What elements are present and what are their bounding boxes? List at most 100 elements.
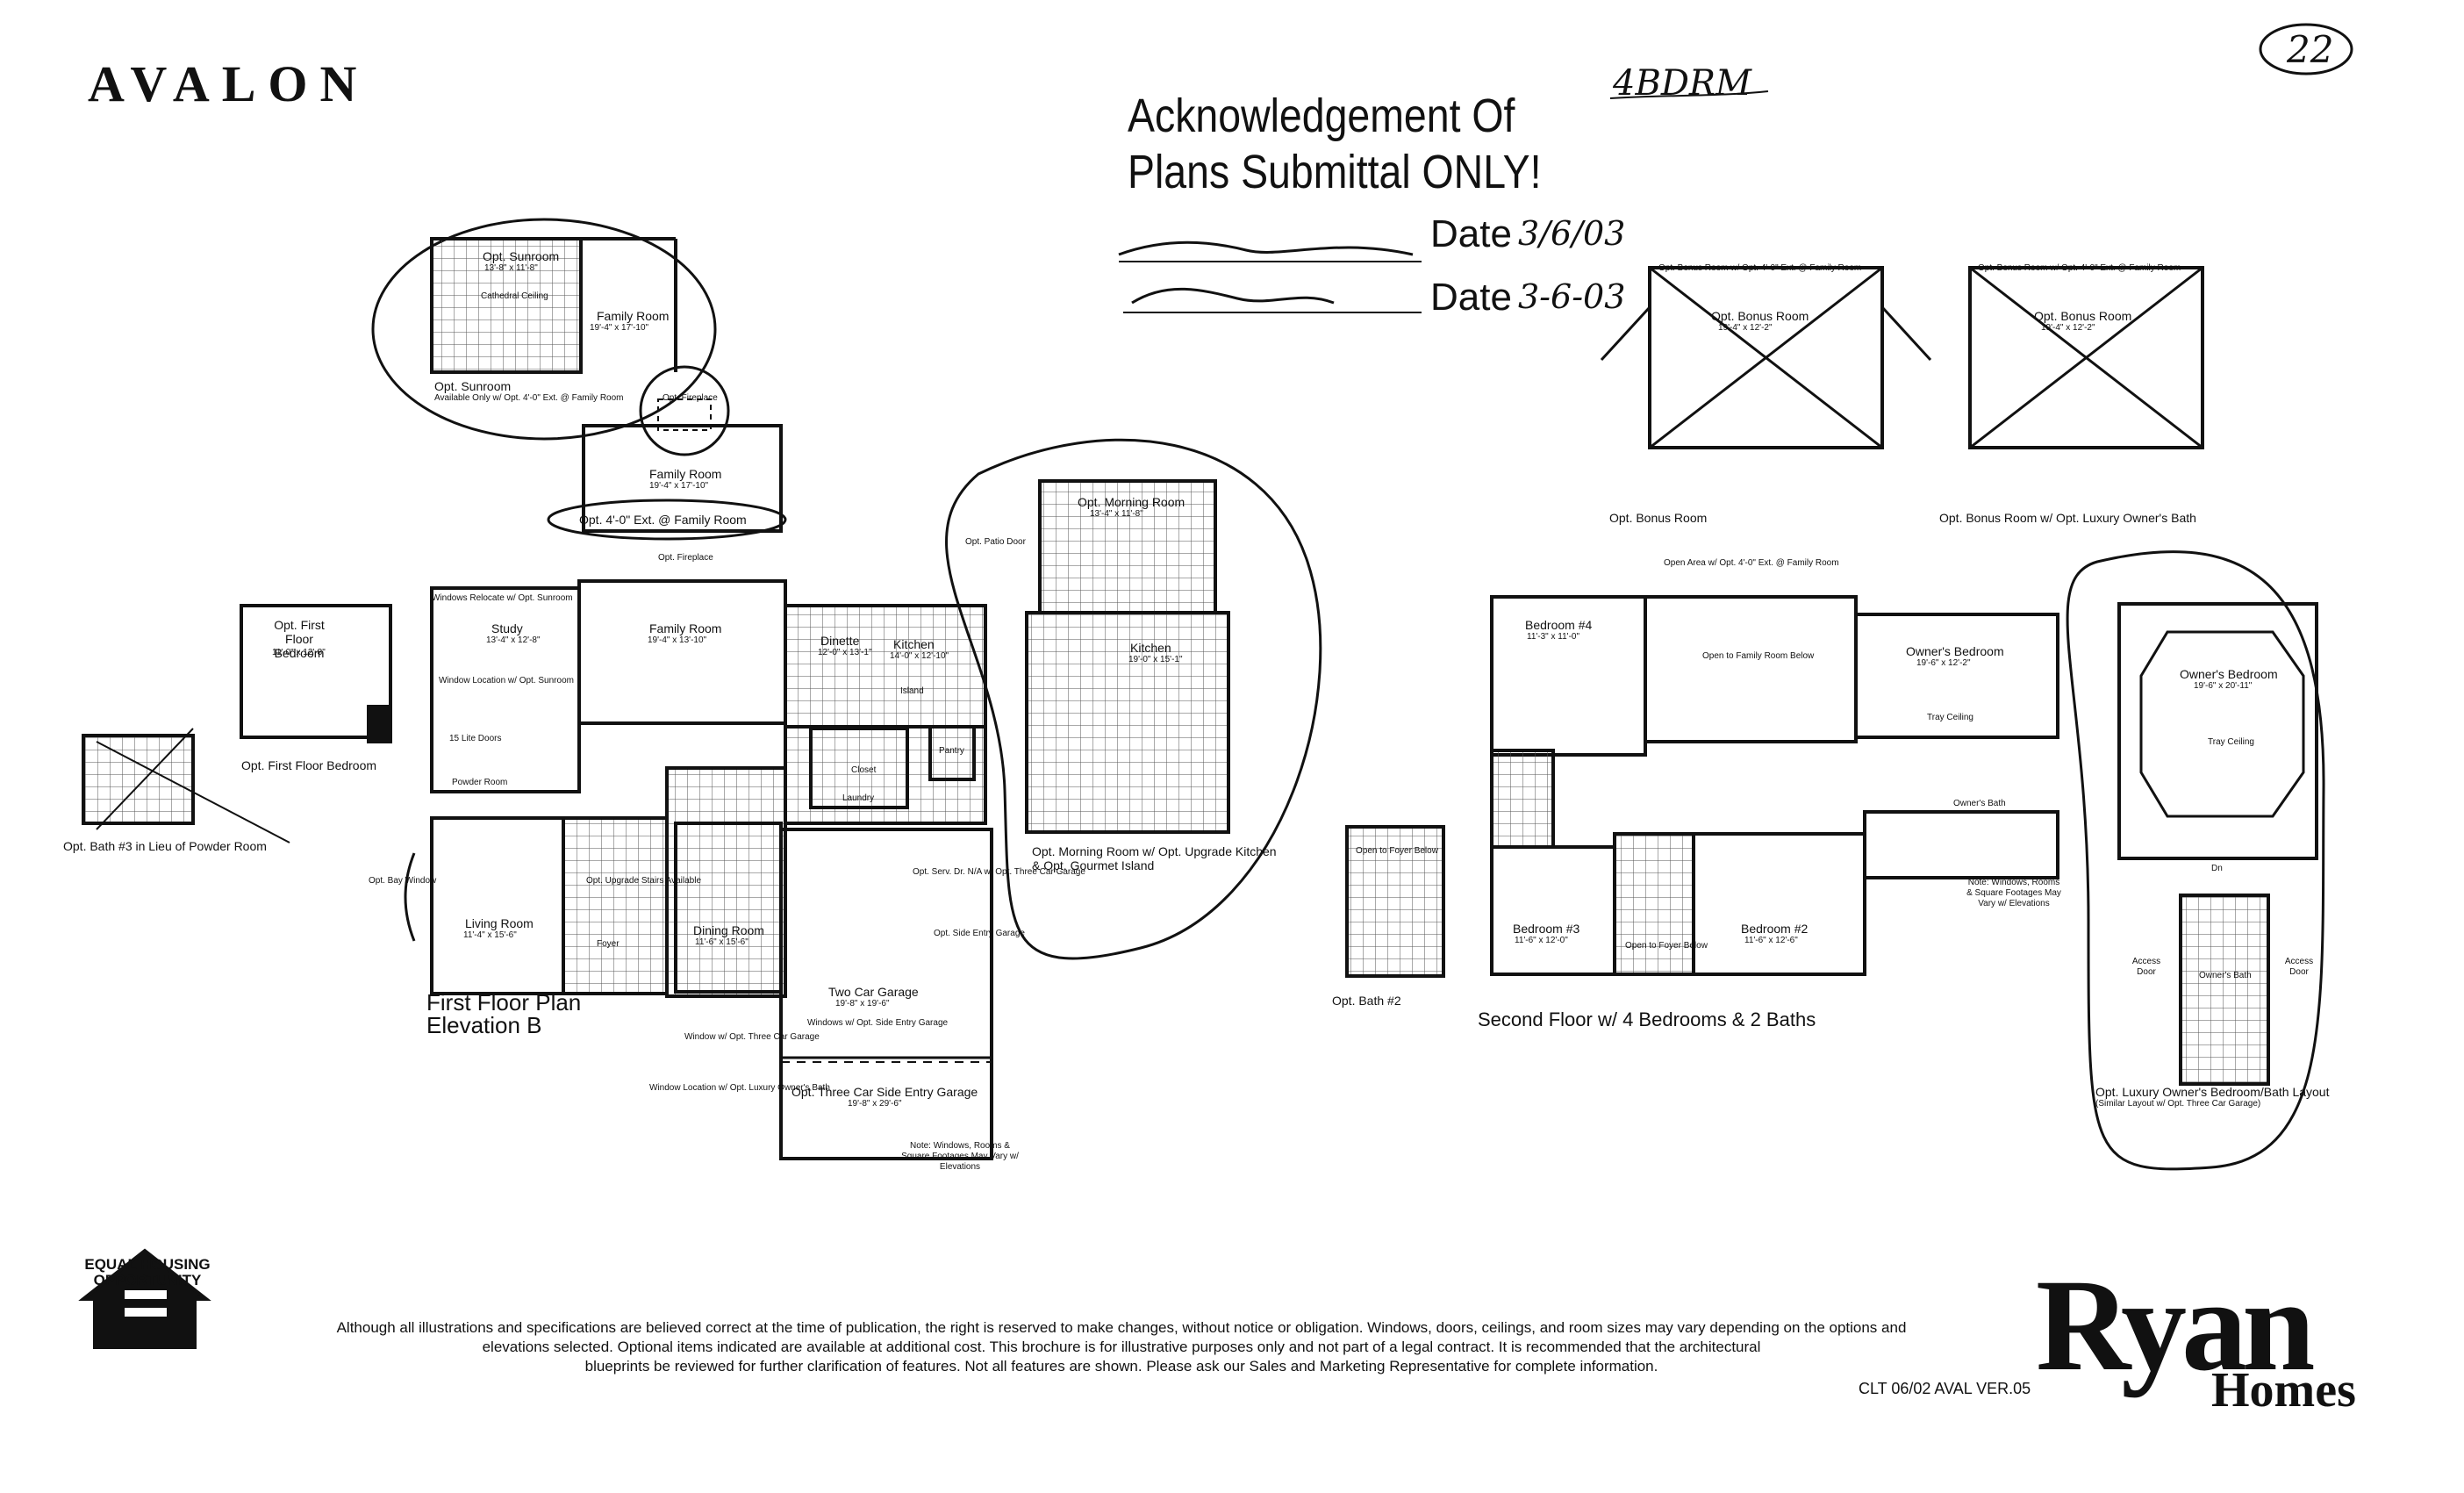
access-door-label-1: Access Door — [2131, 957, 2161, 977]
disclaimer-line-2: elevations selected. Optional items indi… — [482, 1339, 1761, 1355]
dining-room-dim: 11'-6" x 15'-6" — [695, 937, 749, 947]
windows-relocate-label: Windows Relocate w/ Opt. Sunroom — [432, 593, 573, 603]
living-room-label: Living Room — [465, 916, 534, 930]
ext-caption: Opt. 4'-0" Ext. @ Family Room — [579, 513, 747, 527]
dinette-dim: 12'-0" x 13'-1" — [818, 648, 872, 657]
morning-room-caption: Opt. Morning Room w/ Opt. Upgrade Kitche… — [1032, 844, 1277, 872]
tray-ceiling-label: Tray Ceiling — [1927, 713, 1973, 722]
bonus-room-dim-2: 19'-4" x 12'-2" — [2041, 323, 2095, 333]
owners-bedroom-dim: 19'-6" x 12'-2" — [1916, 658, 1971, 668]
stamp-line-2: Plans Submittal ONLY! — [1128, 146, 1542, 198]
bonus-note-1: Opt. Bonus Room w/ Opt. 4'-0" Ext. @ Fam… — [1658, 263, 1862, 273]
side-entry-note: Opt. Side Entry Garage — [934, 929, 1025, 938]
sunroom-label: Opt. Sunroom — [483, 249, 560, 263]
bedroom3-dim: 11'-6" x 12'-0" — [1515, 936, 1568, 945]
disclaimer-line-1: Although all illustrations and specifica… — [336, 1319, 1907, 1336]
dinette-label: Dinette — [820, 634, 860, 648]
morning-room-label: Opt. Morning Room — [1078, 495, 1185, 509]
bonus-caption-1: Opt. Bonus Room — [1609, 511, 1708, 525]
second-floor-note: Note: Windows, Rooms & Square Footages M… — [1966, 878, 2061, 908]
window-three-car-note: Window w/ Opt. Three Car Garage — [684, 1032, 820, 1042]
pantry-label: Pantry — [939, 746, 964, 756]
page-number: 22 — [2287, 28, 2334, 71]
sunroom-family-label: Family Room — [597, 309, 670, 323]
family-room-label: Family Room — [649, 621, 722, 635]
morning-kitchen-dim: 19'-0" x 15'-1" — [1128, 655, 1183, 664]
living-room-dim: 11'-4" x 15'-6" — [463, 930, 517, 940]
first-floor-bedroom-dim: 11'-0" x 12'-8" — [272, 648, 326, 657]
study-dim: 13'-4" x 12'-8" — [486, 635, 541, 645]
equal-housing-logo: EQUAL HOUSING OPPORTUNITY — [77, 1257, 218, 1288]
lux-dn-label: Dn — [2211, 864, 2223, 873]
sunroom-caption: Opt. Sunroom — [434, 379, 512, 393]
bedroom4-dim: 11'-3" x 11'-0" — [1527, 632, 1580, 642]
date-value-1: 3/6/03 — [1518, 214, 1626, 253]
ext-family-dim: 19'-4" x 17'-10" — [649, 481, 709, 491]
lux-caption: Opt. Luxury Owner's Bedroom/Bath Layout — [2095, 1085, 2330, 1099]
owners-bath-label: Owner's Bath — [1953, 799, 2006, 808]
lux-owners-dim: 19'-6" x 20'-11" — [2194, 681, 2253, 691]
approval-stamp: Acknowledgement Of Plans Submittal ONLY! — [1128, 88, 1541, 200]
eho-line-1: EQUAL HOUSING — [84, 1256, 211, 1273]
open-foyer-note: Open to Foyer Below — [1625, 941, 1708, 951]
sunroom-note: Available Only w/ Opt. 4'-0" Ext. @ Fami… — [434, 393, 624, 403]
kitchen-label: Kitchen — [893, 637, 935, 651]
bedroom4-label: Bedroom #4 — [1525, 618, 1593, 632]
lux-tray-label: Tray Ceiling — [2208, 737, 2254, 747]
bonus-room-label-2: Opt. Bonus Room — [2034, 309, 2132, 323]
open-area-note: Open Area w/ Opt. 4'-0" Ext. @ Family Ro… — [1664, 558, 1839, 568]
island-label: Island — [900, 686, 924, 696]
date-label-1: Date — [1430, 212, 1512, 255]
eho-line-2: OPPORTUNITY — [93, 1272, 202, 1288]
closet-label: Closet — [851, 765, 877, 775]
study-label: Study — [491, 621, 523, 635]
foyer-label: Foyer — [597, 939, 620, 949]
sunroom-dim: 13'-8" x 11'-8" — [484, 263, 538, 273]
bonus-note-2: Opt. Bonus Room w/ Opt. 4'-0" Ext. @ Fam… — [1978, 263, 2181, 273]
window-luxury-note: Window Location w/ Opt. Luxury Owner's B… — [649, 1083, 830, 1093]
bonus-room-label-1: Opt. Bonus Room — [1711, 309, 1809, 323]
first-floor-bedroom-caption: Opt. First Floor Bedroom — [241, 758, 377, 772]
garage-note: Note: Windows, Rooms & Square Footages M… — [901, 1141, 1019, 1172]
stamp-line-1: Acknowledgement Of — [1128, 90, 1515, 142]
bath2-caption: Opt. Bath #2 — [1332, 994, 1401, 1008]
dining-room-label: Dining Room — [693, 923, 764, 937]
opt-fireplace-label: Opt. Fireplace — [663, 393, 718, 403]
cathedral-label: Cathedral Ceiling — [481, 291, 548, 301]
first-floor-caption-2: Elevation B — [426, 1012, 542, 1038]
window-location-study: Window Location w/ Opt. Sunroom — [439, 676, 574, 685]
opt-fireplace-2-label: Opt. Fireplace — [658, 553, 713, 563]
open-family-note: Open to Family Room Below — [1702, 651, 1815, 661]
access-door-label-2: Access Door — [2284, 957, 2314, 977]
morning-kitchen-label: Kitchen — [1130, 641, 1171, 655]
laundry-label: Laundry — [842, 793, 875, 803]
lux-owners-label: Owner's Bedroom — [2180, 667, 2278, 681]
bedroom3-label: Bedroom #3 — [1513, 922, 1580, 936]
bonus-caption-2: Opt. Bonus Room w/ Opt. Luxury Owner's B… — [1939, 511, 2196, 525]
morning-room-dim: 13'-4" x 11'-8" — [1090, 509, 1143, 519]
patio-door-label: Opt. Patio Door — [965, 537, 1026, 547]
family-room-dim: 19'-4" x 13'-10" — [648, 635, 707, 645]
bath2-open-foyer-note: Open to Foyer Below — [1356, 846, 1438, 856]
owners-bedroom-label: Owner's Bedroom — [1906, 644, 2004, 658]
lite-doors-label: 15 Lite Doors — [449, 734, 502, 743]
two-car-garage-label: Two Car Garage — [828, 985, 919, 999]
windows-side-entry-note: Windows w/ Opt. Side Entry Garage — [807, 1018, 949, 1028]
first-floor-caption-1: First Floor Plan — [426, 989, 582, 1016]
disclaimer: Although all illustrations and specifica… — [226, 1318, 2016, 1376]
disclaimer-line-3: blueprints be reviewed for further clari… — [584, 1358, 1658, 1375]
powder-label: Powder Room — [452, 778, 508, 787]
date-value-2: 3-6-03 — [1518, 277, 1626, 316]
bedroom2-label: Bedroom #2 — [1741, 922, 1809, 936]
first-floor-bedroom-label: Opt. First Floor Bedroom — [274, 618, 325, 660]
lux-note: (Similar Layout w/ Opt. Three Car Garage… — [2095, 1099, 2261, 1109]
sunroom-family-dim: 19'-4" x 17'-10" — [590, 323, 649, 333]
date-label-2: Date — [1430, 276, 1512, 319]
ryan-logo: Ryan — [2036, 1253, 2315, 1398]
serv-dr-note: Opt. Serv. Dr. N/A w/ Opt. Three Car Gar… — [913, 867, 1085, 877]
bath3-caption: Opt. Bath #3 in Lieu of Powder Room — [63, 839, 267, 853]
bonus-room-dim-1: 19'-4" x 12'-2" — [1718, 323, 1773, 333]
ext-family-label: Family Room — [649, 467, 722, 481]
kitchen-dim: 14'-0" x 12'-10" — [890, 651, 949, 661]
